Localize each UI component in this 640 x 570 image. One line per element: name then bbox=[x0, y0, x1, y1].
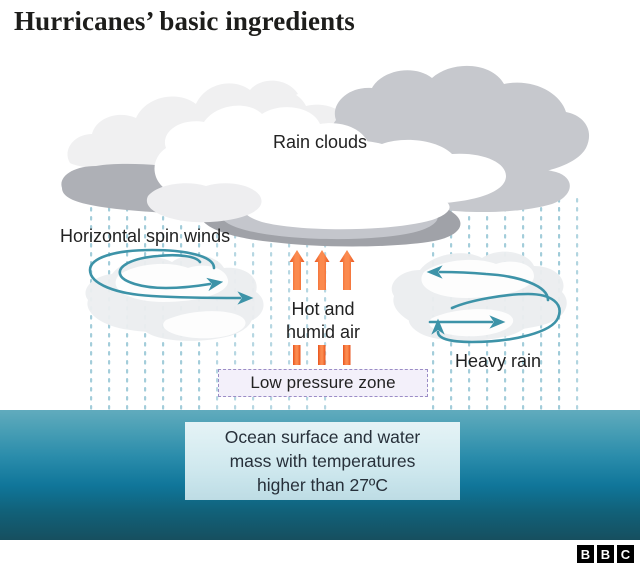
spin-right-loop bbox=[431, 292, 561, 344]
wisp-left-white bbox=[115, 263, 246, 339]
ocean-caption-box: Ocean surface and water mass with temper… bbox=[185, 422, 460, 500]
rising-arrow-group bbox=[289, 250, 355, 290]
spin-wind-right bbox=[426, 265, 561, 344]
rising-stub-group bbox=[293, 345, 351, 365]
rising-stub-2 bbox=[318, 345, 326, 365]
spin-left-inner-curve bbox=[118, 253, 224, 292]
bbc-logo-block-b1: B bbox=[577, 545, 594, 563]
spin-right-upper-curve bbox=[426, 265, 550, 302]
low-pressure-zone-label: Low pressure zone bbox=[250, 373, 396, 392]
label-hot-humid-air-line1: Hot and bbox=[291, 299, 355, 319]
page-title: Hurricanes’ basic ingredients bbox=[14, 6, 355, 36]
cloud-light-lower-left bbox=[146, 183, 262, 223]
bbc-logo-block-c: C bbox=[617, 545, 634, 563]
bbc-logo-block-b2: B bbox=[597, 545, 614, 563]
label-hot-humid-air: Hot and humid air bbox=[258, 298, 388, 344]
label-rain-clouds: Rain clouds bbox=[273, 132, 368, 152]
ocean-caption-line3: higher than 27ºC bbox=[257, 475, 388, 495]
ocean-caption-line2: mass with temperatures bbox=[229, 451, 416, 471]
rising-stub-1 bbox=[293, 345, 301, 365]
ocean-caption-line1: Ocean surface and water bbox=[224, 427, 421, 447]
label-heavy-rain: Heavy rain bbox=[455, 351, 542, 371]
cloud-white-highlight bbox=[154, 105, 506, 230]
label-hot-humid-air-line2: humid air bbox=[285, 322, 361, 342]
spin-left-outer-curve bbox=[88, 248, 254, 305]
rising-arrow-1 bbox=[289, 250, 305, 290]
bbc-logo: B B C bbox=[577, 545, 634, 563]
rising-stub-3 bbox=[343, 345, 351, 365]
low-pressure-zone-box: Low pressure zone bbox=[218, 369, 428, 397]
rising-arrow-3 bbox=[339, 250, 355, 290]
label-horizontal-spin-winds: Horizontal spin winds bbox=[60, 226, 231, 246]
rising-arrow-2 bbox=[314, 250, 330, 290]
spin-wind-left bbox=[88, 248, 254, 305]
